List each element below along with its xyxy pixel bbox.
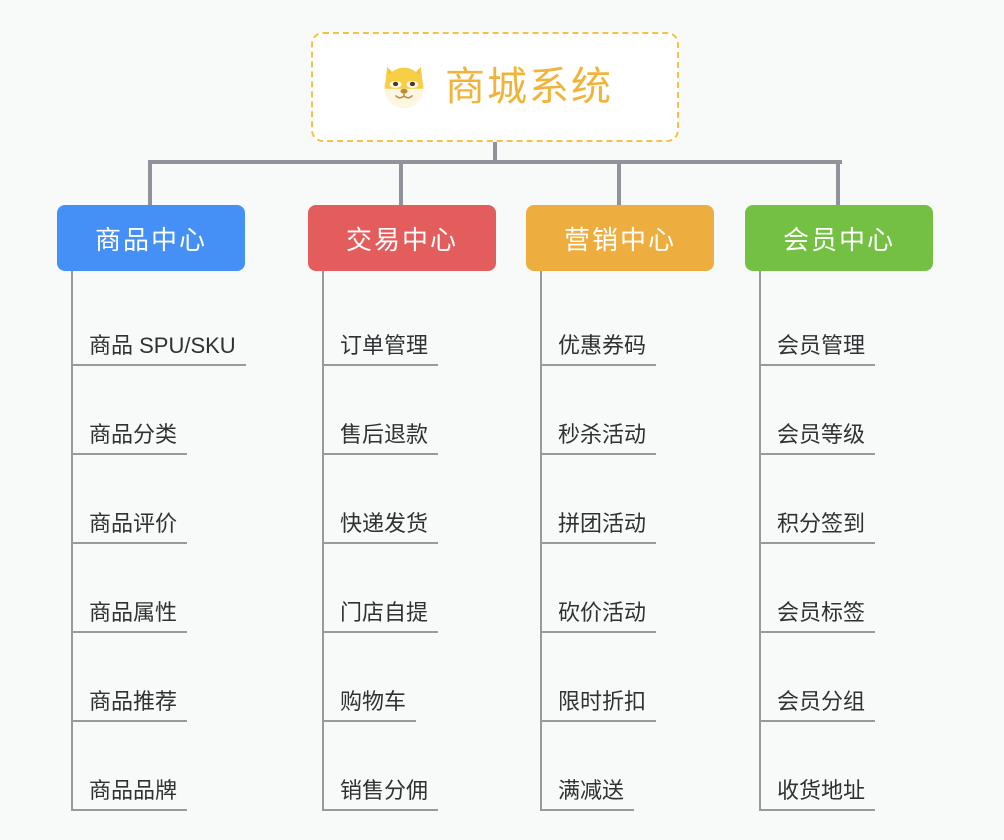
leaf-item[interactable]: 订单管理 <box>322 277 496 366</box>
connector-drop-2 <box>399 160 403 205</box>
category-box-3[interactable]: 营销中心 <box>526 205 714 271</box>
leaf-label: 售后退款 <box>322 422 439 455</box>
leaf-item[interactable]: 商品评价 <box>71 455 245 544</box>
category-label-1: 商品中心 <box>94 224 207 255</box>
leaf-item[interactable]: 拼团活动 <box>540 455 714 544</box>
connector-horizontal-bus <box>150 160 842 164</box>
category-label-4: 会员中心 <box>782 224 895 255</box>
leaf-list-2: 订单管理 售后退款 快递发货 门店自提 购物车 销售分佣 <box>322 271 496 811</box>
leaf-label: 积分签到 <box>759 511 876 544</box>
leaf-item[interactable]: 售后退款 <box>322 366 496 455</box>
leaf-item[interactable]: 限时折扣 <box>540 633 714 722</box>
leaf-item[interactable]: 会员等级 <box>759 366 933 455</box>
branch-column-4: 会员中心 会员管理 会员等级 积分签到 会员标签 会员分组 收货地址 <box>745 205 933 811</box>
leaf-list-4: 会员管理 会员等级 积分签到 会员标签 会员分组 收货地址 <box>759 271 933 811</box>
leaf-item[interactable]: 收货地址 <box>759 722 933 811</box>
leaf-item[interactable]: 商品推荐 <box>71 633 245 722</box>
leaf-label: 商品品牌 <box>71 778 188 811</box>
category-label-2: 交易中心 <box>345 224 458 255</box>
leaf-label: 会员分组 <box>759 689 876 722</box>
leaf-label: 销售分佣 <box>322 778 439 811</box>
leaf-item[interactable]: 门店自提 <box>322 544 496 633</box>
leaf-label: 会员等级 <box>759 422 876 455</box>
leaf-item[interactable]: 购物车 <box>322 633 496 722</box>
leaf-item[interactable]: 会员分组 <box>759 633 933 722</box>
leaf-item[interactable]: 优惠券码 <box>540 277 714 366</box>
leaf-item[interactable]: 销售分佣 <box>322 722 496 811</box>
leaf-label: 商品 SPU/SKU <box>71 333 246 366</box>
leaf-label: 商品属性 <box>71 600 188 633</box>
leaf-item[interactable]: 砍价活动 <box>540 544 714 633</box>
leaf-label: 优惠券码 <box>540 333 657 366</box>
connector-drop-4 <box>836 160 840 205</box>
leaf-label: 限时折扣 <box>540 689 657 722</box>
leaf-label: 砍价活动 <box>540 600 657 633</box>
leaf-item[interactable]: 会员管理 <box>759 277 933 366</box>
category-box-1[interactable]: 商品中心 <box>57 205 245 271</box>
leaf-label: 商品评价 <box>71 511 188 544</box>
leaf-label: 订单管理 <box>322 333 439 366</box>
leaf-label: 会员标签 <box>759 600 876 633</box>
leaf-item[interactable]: 快递发货 <box>322 455 496 544</box>
leaf-item[interactable]: 商品 SPU/SKU <box>71 277 246 366</box>
root-node-title: 商城系统 <box>445 65 613 109</box>
branch-column-1: 商品中心 商品 SPU/SKU 商品分类 商品评价 商品属性 商品推荐 商品品牌 <box>57 205 246 811</box>
leaf-label: 秒杀活动 <box>540 422 657 455</box>
category-box-2[interactable]: 交易中心 <box>308 205 496 271</box>
leaf-list-3: 优惠券码 秒杀活动 拼团活动 砍价活动 限时折扣 满减送 <box>540 271 714 811</box>
leaf-item[interactable]: 会员标签 <box>759 544 933 633</box>
leaf-label: 拼团活动 <box>540 511 657 544</box>
leaf-list-1: 商品 SPU/SKU 商品分类 商品评价 商品属性 商品推荐 商品品牌 <box>71 271 246 811</box>
leaf-item[interactable]: 商品属性 <box>71 544 245 633</box>
leaf-item[interactable]: 积分签到 <box>759 455 933 544</box>
leaf-label: 会员管理 <box>759 333 876 366</box>
shiba-dog-icon <box>384 66 424 109</box>
leaf-label: 门店自提 <box>322 600 439 633</box>
leaf-item[interactable]: 商品分类 <box>71 366 245 455</box>
leaf-label: 收货地址 <box>759 778 876 811</box>
branch-column-2: 交易中心 订单管理 售后退款 快递发货 门店自提 购物车 销售分佣 <box>308 205 496 811</box>
category-box-4[interactable]: 会员中心 <box>745 205 933 271</box>
leaf-item[interactable]: 商品品牌 <box>71 722 245 811</box>
connector-drop-1 <box>148 160 152 205</box>
leaf-item[interactable]: 满减送 <box>540 722 714 811</box>
connector-root-vertical <box>493 142 497 164</box>
category-label-3: 营销中心 <box>563 224 676 255</box>
leaf-label: 商品推荐 <box>71 689 188 722</box>
leaf-label: 购物车 <box>322 689 417 722</box>
leaf-label: 商品分类 <box>71 422 188 455</box>
leaf-label: 快递发货 <box>322 511 439 544</box>
root-node-mall-system[interactable]: 商城系统 <box>311 32 679 142</box>
leaf-label: 满减送 <box>540 778 635 811</box>
connector-drop-3 <box>617 160 621 205</box>
leaf-item[interactable]: 秒杀活动 <box>540 366 714 455</box>
branch-column-3: 营销中心 优惠券码 秒杀活动 拼团活动 砍价活动 限时折扣 满减送 <box>526 205 714 811</box>
